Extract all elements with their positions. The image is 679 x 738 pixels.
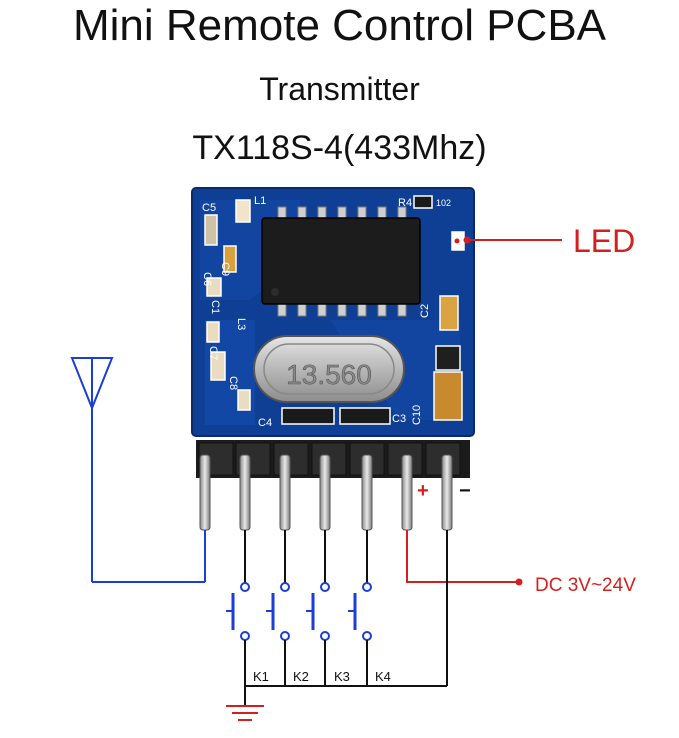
plus-label: + [417, 480, 429, 502]
key-label-k4: K4 [375, 669, 391, 684]
key-switches [226, 530, 447, 687]
minus-label: − [459, 480, 471, 502]
led-label: LED [573, 223, 635, 259]
silk-c2: C2 [419, 304, 431, 318]
page-title: Mini Remote Control PCBA [72, 1, 607, 50]
switch-k2 [266, 582, 290, 641]
crystal-label: 13.560 [286, 359, 372, 390]
power-wiring [406, 530, 523, 686]
key-label-k1: K1 [253, 669, 269, 684]
silk-l3: L3 [235, 318, 247, 330]
silkscreen-labels: C5 L1 R4 102 C6 C9 C1 L3 C7 C8 C4 C3 C10… [201, 195, 451, 429]
switch-k3 [306, 582, 330, 641]
silk-c7: C7 [207, 346, 219, 360]
model-label: TX118S-4(433Mhz) [192, 129, 487, 167]
header-pins: + − [196, 440, 471, 531]
subtitle: Transmitter [259, 71, 420, 107]
silk-c9: C9 [219, 262, 231, 276]
switch-k4 [348, 582, 372, 641]
silk-c10: C10 [411, 405, 423, 425]
silk-c6: C6 [201, 272, 213, 286]
ground-symbol [226, 686, 264, 721]
key-label-k3: K3 [334, 669, 350, 684]
antenna-symbol [70, 357, 206, 583]
silk-l1: L1 [254, 195, 266, 207]
led-callout: LED [463, 223, 635, 259]
silk-c1: C1 [209, 300, 221, 314]
key-labels: K1 K2 K3 K4 [253, 669, 391, 684]
pcb-board: 13.560 C5 L1 R4 102 C6 C9 [191, 187, 475, 437]
silk-c4: C4 [258, 417, 272, 429]
dc-label: DC 3V~24V [535, 575, 636, 596]
switch-k1 [226, 582, 250, 641]
key-label-k2: K2 [293, 669, 309, 684]
silk-c8: C8 [227, 376, 239, 390]
silk-102: 102 [436, 198, 451, 208]
ic-chip [261, 206, 421, 317]
silk-c5: C5 [202, 202, 216, 214]
crystal-oscillator: 13.560 [253, 335, 405, 403]
silk-r4: R4 [398, 197, 412, 209]
silk-c3: C3 [392, 413, 406, 425]
smd-components [204, 195, 465, 425]
